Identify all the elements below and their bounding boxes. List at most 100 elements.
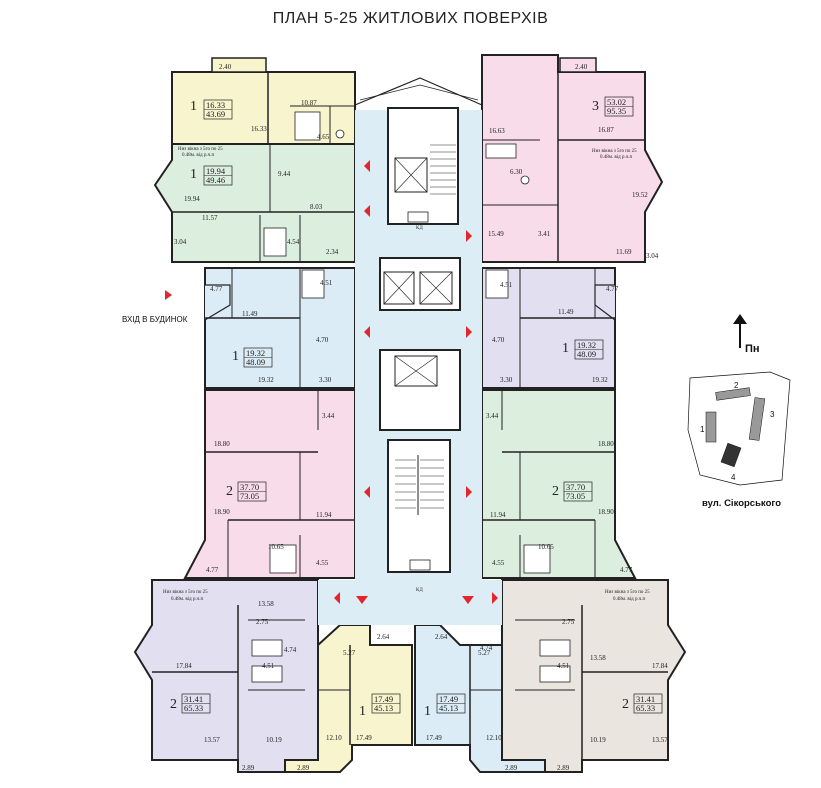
door-marker	[364, 326, 370, 338]
svg-text:1: 1	[190, 167, 197, 182]
area-label: 18.90	[598, 508, 614, 516]
area-label: 11.94	[316, 511, 332, 519]
area-label: 17.49	[426, 734, 442, 742]
area-label: 4.77	[620, 566, 633, 574]
apartment-a10[interactable]: 1 19.32 48.09 4.51 4.77 11.49 4.70 3.30 …	[481, 267, 619, 389]
window-note: Низ вікна з 5го по 25	[605, 590, 650, 595]
area-label: 10.87	[301, 99, 317, 107]
keyplan-number: 2	[734, 381, 739, 390]
apartment-a6-living: 17.49	[374, 694, 393, 704]
area-label: 4.70	[316, 336, 329, 344]
apartment-a2-total: 49.46	[206, 175, 225, 185]
apartment-a8-living: 31.41	[636, 694, 655, 704]
area-label: 9.44	[278, 170, 291, 178]
area-label: 4.74	[480, 644, 493, 652]
area-label: 4.55	[492, 559, 505, 567]
area-label: 11.49	[558, 308, 574, 316]
apartment-a11[interactable]: 3 53.02 95.35 Низ вікна з 5го по 25 0.48…	[481, 54, 664, 263]
apartment-a7-total: 45.13	[439, 703, 458, 713]
svg-text:1: 1	[190, 99, 197, 114]
area-label: 18.90	[214, 508, 230, 516]
area-label: 4.51	[557, 662, 570, 670]
area-label: 2.89	[297, 764, 310, 772]
apartment-a5-total: 65.33	[184, 703, 203, 713]
area-label: 2.89	[505, 764, 518, 772]
entrance-markers	[165, 160, 498, 604]
door-marker	[334, 592, 340, 604]
area-label: 4.51	[262, 662, 275, 670]
area-label: 2.40	[575, 63, 588, 71]
apartment-a5[interactable]: Низ вікна з 5го по 25 0.48м. від р.ч.п 2…	[133, 579, 319, 773]
apartment-a6-total: 45.13	[374, 703, 393, 713]
apartment-a1-living: 16.33	[206, 100, 225, 110]
area-label: 13.57	[204, 736, 220, 744]
area-label: 4.74	[284, 646, 297, 654]
apartment-a11-total: 95.35	[607, 106, 626, 116]
door-marker	[356, 596, 368, 604]
area-label: 19.94	[184, 195, 200, 203]
street-label: вул. Сікорського	[702, 498, 781, 509]
door-marker	[364, 205, 370, 217]
keyplan-number: 4	[731, 473, 736, 482]
area-label: 2.34	[326, 248, 339, 256]
area-label: 4.51	[500, 281, 513, 289]
entrance-arrow	[165, 290, 172, 300]
area-label: 2.64	[435, 633, 448, 641]
apartment-a8[interactable]: Низ вікна з 5го по 25 0.48м. від р.ч.п 2…	[501, 579, 687, 773]
apartment-a3[interactable]: 1 19.32 48.09 4.77 4.51 11.49 4.70 19.32…	[204, 267, 356, 389]
window-note: Низ вікна з 5го по 25	[163, 590, 208, 595]
area-label: 17.49	[356, 734, 372, 742]
area-label: 6.30	[510, 168, 523, 176]
apartment-a8-fill	[501, 579, 687, 773]
apartment-a11-fill	[481, 54, 664, 263]
keyplan-number: 3	[770, 410, 775, 419]
area-label: 3.44	[322, 412, 335, 420]
stair-elevator-core: КД КД	[379, 107, 461, 593]
window-note: 0.48м. від р.ч.п	[171, 597, 203, 602]
window-note: 0.48м. від р.ч.п	[600, 155, 632, 160]
apartment-a2-living: 19.94	[206, 166, 226, 176]
area-label: 18.80	[598, 440, 614, 448]
area-label: 12.10	[486, 734, 502, 742]
area-label: 15.49	[488, 230, 504, 238]
area-label: 2.89	[557, 764, 570, 772]
area-label: 13.58	[590, 654, 606, 662]
apartment-a4-living: 37.70	[240, 482, 259, 492]
keyplan-number: 1	[700, 425, 705, 434]
apartment-a11-living: 53.02	[607, 97, 626, 107]
area-label: 8.03	[310, 203, 323, 211]
area-label: 3.30	[500, 376, 513, 384]
apartment-a1[interactable]: 1 16.33 43.69 2.40 10.87 16.33 4.65	[171, 57, 356, 145]
area-label: 2.75	[562, 618, 575, 626]
svg-text:2: 2	[552, 484, 559, 499]
area-label: 4.65	[317, 133, 330, 141]
area-label: 11.69	[616, 248, 632, 256]
window-note: 0.48м. від р.ч.п	[613, 597, 645, 602]
area-label: 17.84	[176, 662, 192, 670]
area-label: 10.65	[538, 543, 554, 551]
apartment-a10-total: 48.09	[577, 349, 596, 359]
apartment-a10-living: 19.32	[577, 340, 596, 350]
area-label: 19.32	[592, 376, 608, 384]
area-label: 4.70	[492, 336, 505, 344]
apartment-a2[interactable]: Низ вікна з 5го по 25 0.48м. від р.ч.п 1…	[153, 143, 356, 263]
north-arrow: Пн	[733, 314, 760, 355]
window-note: Низ вікна з 5го по 25	[178, 147, 223, 152]
apartment-a4[interactable]: 2 37.70 73.05 3.44 18.80 18.90 11.94 10.…	[183, 389, 356, 579]
svg-text:2: 2	[622, 697, 629, 712]
entrance-label: ВХІД В БУДИНОК	[122, 315, 188, 324]
svg-text:2: 2	[170, 697, 177, 712]
area-label: 4.77	[210, 285, 223, 293]
svg-text:1: 1	[232, 349, 239, 364]
apartment-a1-fill	[171, 71, 356, 145]
svg-text:1: 1	[359, 704, 366, 719]
door-marker	[466, 230, 472, 242]
apartment-a3-living: 19.32	[246, 348, 265, 358]
area-label: 5.27	[478, 649, 491, 657]
area-label: 11.57	[202, 214, 218, 222]
elevator-label: КД	[416, 588, 423, 593]
area-label: 19.32	[258, 376, 274, 384]
north-arrow-icon	[733, 314, 747, 324]
apartment-a7[interactable]: 1 17.49 45.13 2.64 5.27 4.74 17.49 12.10…	[414, 624, 546, 773]
apartment-a9[interactable]: 2 37.70 73.05 3.44 18.80 11.94 18.90 10.…	[481, 389, 637, 579]
